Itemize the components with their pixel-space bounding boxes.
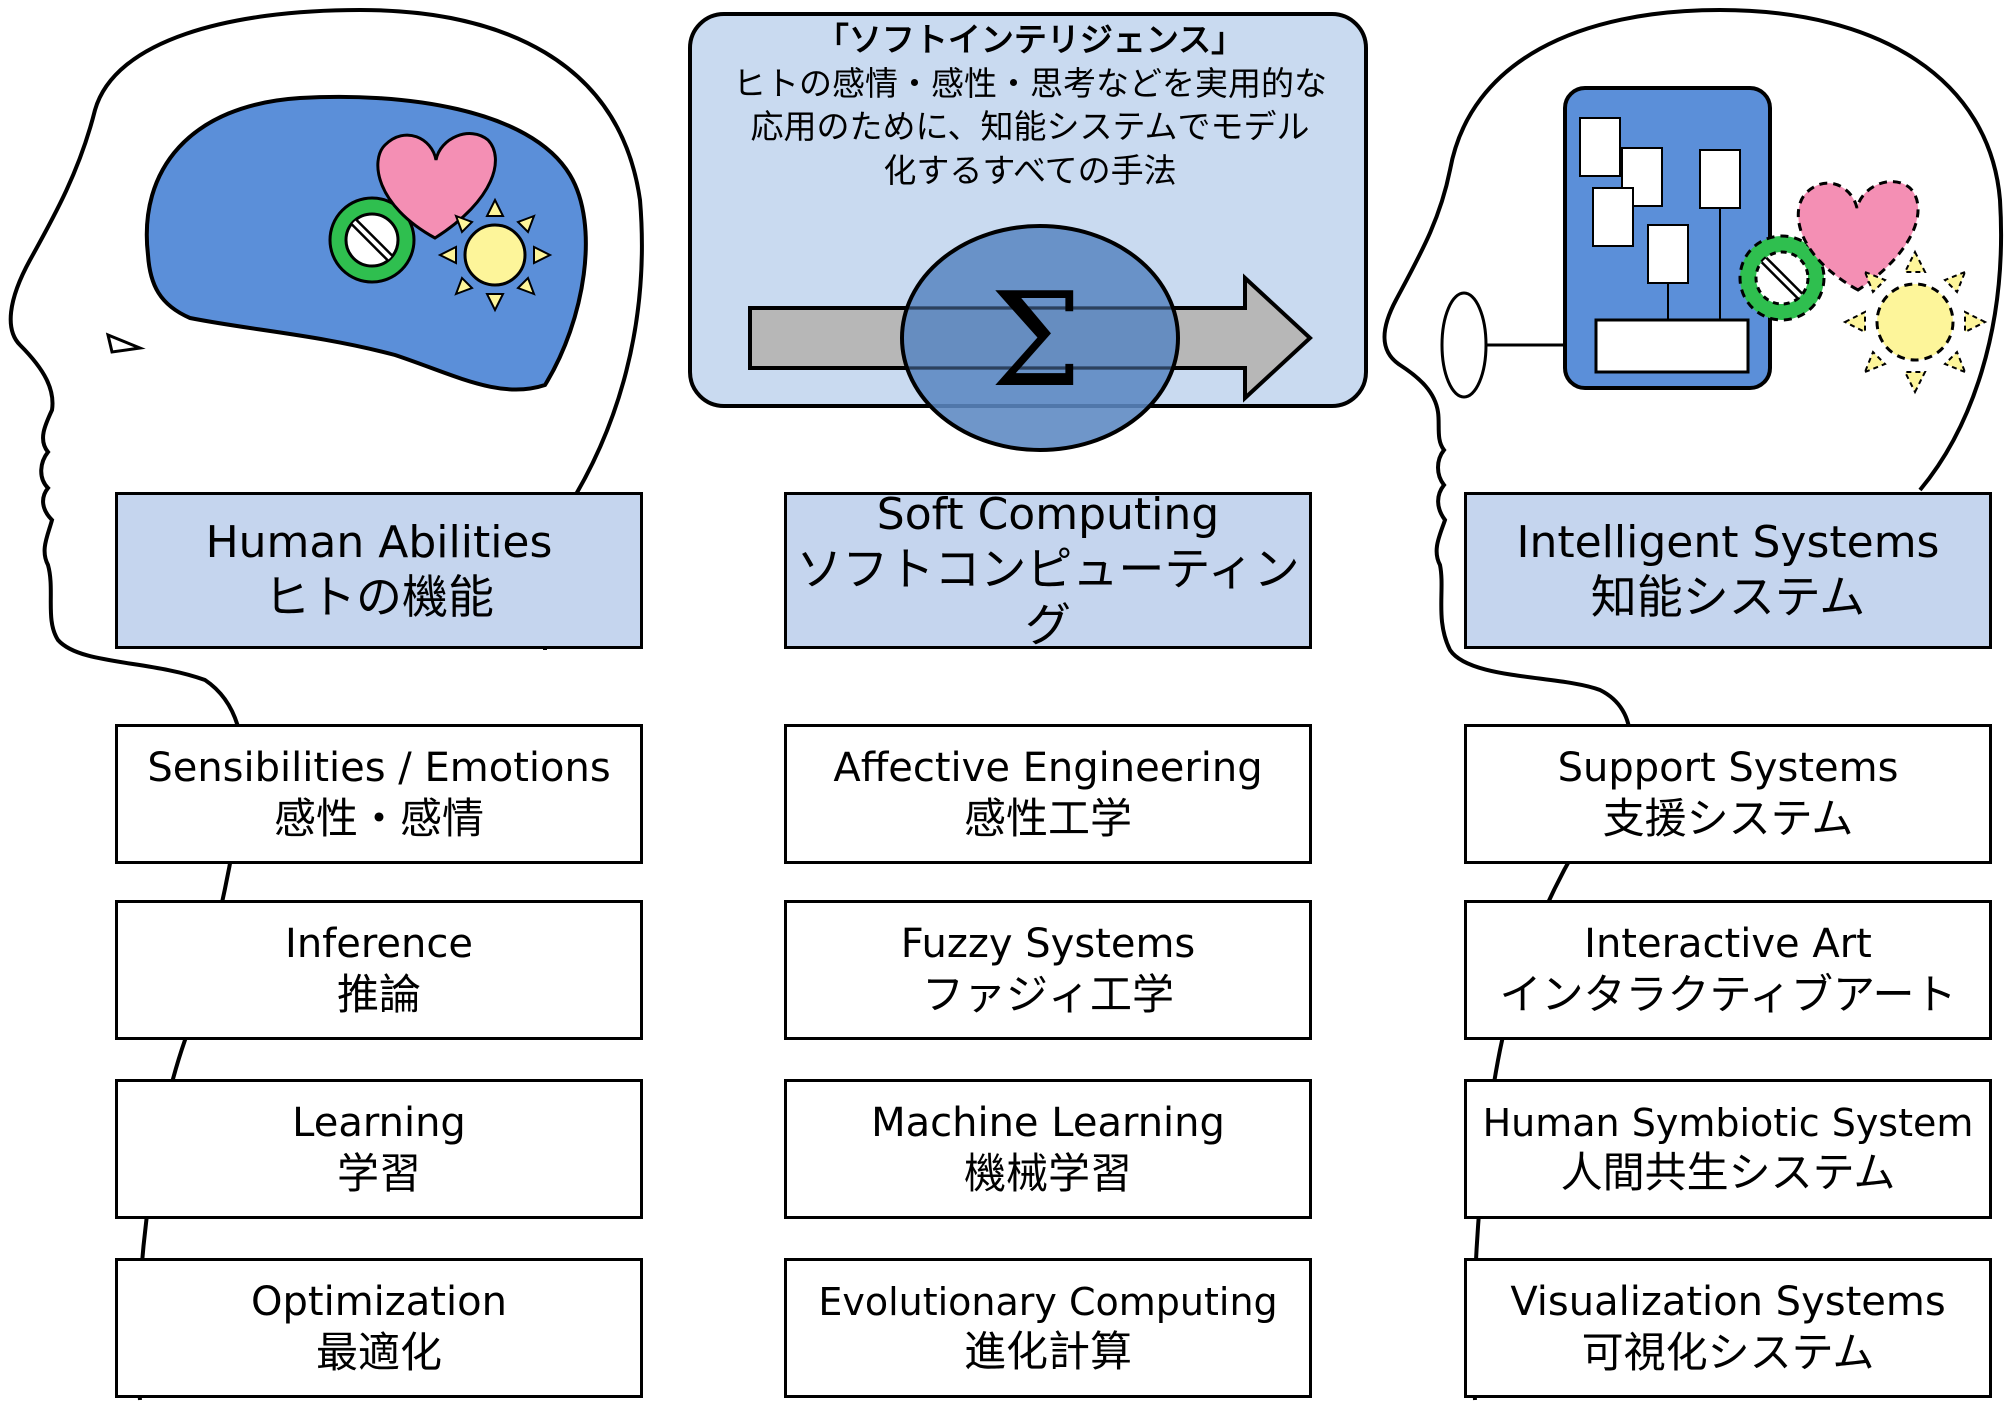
item-ja: 推論 xyxy=(336,969,421,1019)
item-en: Support Systems xyxy=(1557,744,1899,791)
item-ja: 人間共生システム xyxy=(1560,1147,1896,1197)
header-ja: ヒトの機能 xyxy=(264,570,494,625)
sigma-symbol: Σ xyxy=(990,264,1082,416)
item-human-symbiotic-system: Human Symbiotic System 人間共生システム xyxy=(1464,1079,1992,1219)
item-en: Visualization Systems xyxy=(1510,1278,1946,1325)
callout-line: 化するすべての手法 xyxy=(883,150,1177,190)
item-machine-learning: Machine Learning 機械学習 xyxy=(784,1079,1312,1219)
no-sign-icon xyxy=(328,196,416,284)
header-ja: ソフトコンピューティング xyxy=(796,542,1300,653)
item-ja: 学習 xyxy=(336,1148,421,1198)
heart-icon xyxy=(376,132,497,240)
item-ja: インタラクティブアート xyxy=(1499,969,1957,1019)
right-eye-lens xyxy=(1440,291,1488,399)
item-evolutionary-computing: Evolutionary Computing 進化計算 xyxy=(784,1258,1312,1398)
item-en: Evolutionary Computing xyxy=(818,1280,1278,1325)
item-en: Optimization xyxy=(251,1278,507,1325)
dashed-sun-icon xyxy=(1842,249,1988,395)
callout-line: 応用のために、知能システムでモデル xyxy=(750,107,1310,147)
header-ja: 知能システム xyxy=(1590,570,1866,625)
item-learning: Learning 学習 xyxy=(115,1079,643,1219)
item-ja: 可視化システム xyxy=(1581,1327,1875,1377)
item-support-systems: Support Systems 支援システム xyxy=(1464,724,1992,864)
item-ja: 支援システム xyxy=(1602,793,1854,843)
item-visualization-systems: Visualization Systems 可視化システム xyxy=(1464,1258,1992,1398)
callout-line: ヒトの感情・感性・思考などを実用的な xyxy=(733,63,1327,103)
sun-icon xyxy=(437,197,553,313)
dashed-heart-icon xyxy=(1796,180,1920,292)
item-en: Sensibilities / Emotions xyxy=(147,744,611,791)
item-ja: 感性工学 xyxy=(963,793,1132,843)
item-inference: Inference 推論 xyxy=(115,900,643,1040)
header-en: Intelligent Systems xyxy=(1516,516,1940,568)
header-intelligent-systems: Intelligent Systems 知能システム xyxy=(1464,492,1992,649)
header-en: Soft Computing xyxy=(876,488,1220,540)
dashed-no-sign-icon xyxy=(1738,234,1826,322)
item-en: Learning xyxy=(292,1099,466,1146)
header-soft-computing: Soft Computing ソフトコンピューティング xyxy=(784,489,1312,652)
left-eye xyxy=(105,332,146,354)
header-human-abilities: Human Abilities ヒトの機能 xyxy=(115,492,643,649)
item-affective-engineering: Affective Engineering 感性工学 xyxy=(784,724,1312,864)
item-ja: ファジィ工学 xyxy=(921,969,1174,1019)
header-en: Human Abilities xyxy=(205,516,553,568)
item-ja: 進化計算 xyxy=(963,1326,1132,1376)
item-en: Machine Learning xyxy=(871,1099,1225,1146)
item-ja: 機械学習 xyxy=(963,1148,1132,1198)
circuit-board-icon xyxy=(1563,86,1772,390)
callout-title: 「ソフトインテリジェンス」 xyxy=(815,20,1245,59)
item-optimization: Optimization 最適化 xyxy=(115,1258,643,1398)
item-sensibilities: Sensibilities / Emotions 感性・感情 xyxy=(115,724,643,864)
item-en: Fuzzy Systems xyxy=(900,920,1196,967)
item-ja: 最適化 xyxy=(315,1327,442,1377)
item-en: Human Symbiotic System xyxy=(1482,1101,1974,1146)
item-ja: 感性・感情 xyxy=(273,793,484,843)
item-en: Interactive Art xyxy=(1584,920,1872,967)
item-interactive-art: Interactive Art インタラクティブアート xyxy=(1464,900,1992,1040)
item-en: Affective Engineering xyxy=(833,744,1263,791)
callout-text: 「ソフトインテリジェンス」 ヒトの感情・感性・思考などを実用的な 応用のために、… xyxy=(700,18,1360,192)
item-fuzzy-systems: Fuzzy Systems ファジィ工学 xyxy=(784,900,1312,1040)
sigma-ellipse xyxy=(900,224,1180,452)
item-en: Inference xyxy=(285,920,473,967)
